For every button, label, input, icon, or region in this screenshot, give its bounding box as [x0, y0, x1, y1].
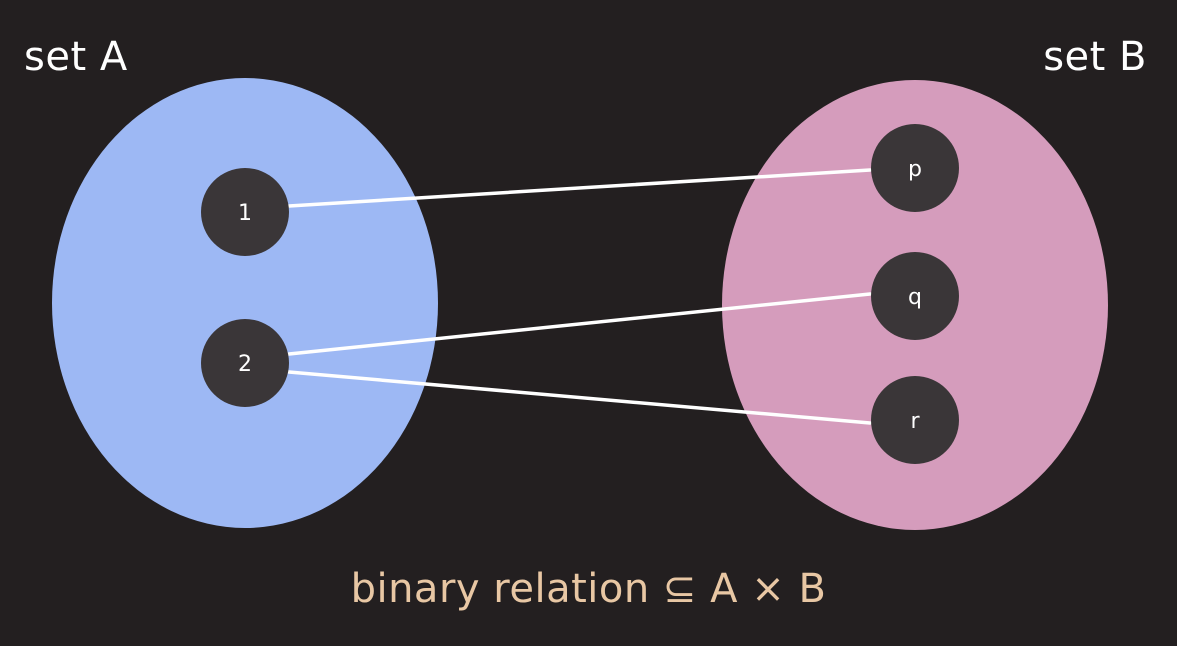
relation-edges: [287, 168, 872, 425]
edge-2-r: [287, 370, 872, 425]
element-1-label: 1: [238, 201, 252, 226]
element-q-label: q: [908, 285, 922, 310]
element-p: p: [871, 124, 959, 212]
element-q: q: [871, 252, 959, 340]
set-b-label: set B: [1043, 34, 1147, 80]
set-a-ellipse: [52, 78, 438, 528]
element-r-label: r: [910, 409, 920, 434]
element-2-node: [201, 319, 289, 407]
edge-2-q: [287, 292, 872, 356]
relation-caption: binary relation ⊆ A × B: [350, 566, 827, 612]
element-1: 1: [201, 168, 289, 256]
element-r-node: [871, 376, 959, 464]
edge-1-p: [287, 168, 872, 208]
element-1-node: [201, 168, 289, 256]
element-r: r: [871, 376, 959, 464]
set-a-label: set A: [24, 34, 128, 80]
element-p-node: [871, 124, 959, 212]
element-2-label: 2: [238, 352, 252, 377]
element-p-label: p: [908, 157, 922, 182]
element-2: 2: [201, 319, 289, 407]
element-q-node: [871, 252, 959, 340]
